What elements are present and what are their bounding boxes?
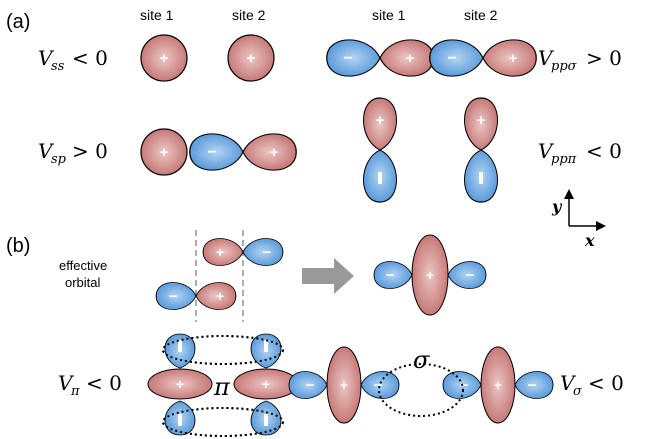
panel-b-label: (b) — [6, 235, 30, 257]
minus-sign: − — [386, 267, 395, 284]
plus-sign: + — [509, 50, 518, 67]
site-2-label-left: site 2 — [232, 7, 266, 23]
plus-sign: + — [160, 50, 169, 67]
y-axis-label: y — [551, 197, 563, 216]
p-orbital-site2-sp: − + — [189, 133, 297, 171]
minus-sign: − — [306, 377, 315, 394]
effective-label-line2: orbital — [65, 275, 101, 290]
minus-sign: − — [528, 377, 537, 394]
minus-sign: − — [263, 244, 272, 261]
vppsigma-sub: ppσ — [551, 59, 578, 74]
vss-sub: ss — [51, 59, 65, 74]
vpppi-base: V — [538, 139, 555, 163]
vsp-rel: > 0 — [72, 139, 108, 163]
equation-vpi: V π < 0 — [58, 371, 122, 399]
plus-sign: + — [340, 377, 348, 393]
vppsigma-rel: > 0 — [586, 46, 622, 70]
minus-sign: − — [447, 50, 456, 67]
equation-vsp: V sp > 0 — [38, 139, 108, 167]
axes-indicator: y x — [551, 189, 606, 250]
vsp-sub: sp — [51, 152, 67, 167]
plus-sign: + — [262, 376, 270, 392]
minus-sign: − — [466, 267, 475, 284]
minus-sign-vertical — [378, 172, 382, 184]
vss-base: V — [38, 46, 55, 70]
plus-sign: + — [176, 376, 184, 392]
s-orbital-site1-ss: + — [140, 34, 188, 82]
minus-sign-vertical — [479, 172, 483, 184]
minus-sign: − — [169, 288, 178, 305]
site-1-label-right: site 1 — [372, 7, 406, 23]
plus-sign: + — [477, 112, 486, 129]
panel-a-label: (a) — [6, 11, 30, 33]
vsp-base: V — [38, 139, 55, 163]
vsigma-base: V — [560, 371, 577, 395]
p-orbital-site2-ppsigma: − + — [429, 39, 537, 77]
p-orbital-lower-shifted: − + — [155, 281, 237, 311]
effective-label-line1: effective — [59, 258, 107, 273]
vppsigma-base: V — [538, 46, 555, 70]
vsigma-rel: < 0 — [588, 371, 624, 395]
plus-sign: + — [270, 144, 279, 161]
x-axis-label: x — [584, 231, 595, 250]
pi-symbol: π — [213, 373, 231, 401]
plus-sign: + — [494, 377, 502, 393]
minus-sign: − — [460, 377, 469, 394]
p-orbital-site1-pppi: + — [362, 97, 398, 203]
plus-sign: + — [247, 50, 256, 67]
pi-bond-left: + + π — [147, 333, 299, 437]
minus-sign: − — [374, 377, 383, 394]
sigma-bond-right: − + − − + − σ — [288, 346, 554, 424]
plus-sign: + — [216, 288, 224, 304]
p-orbital-site2-pppi: + — [463, 97, 499, 203]
p-orbital-site1-ppsigma: − + — [326, 39, 434, 77]
sigma-symbol: σ — [413, 346, 430, 374]
plus-sign: + — [376, 112, 385, 129]
vsigma-sub: σ — [573, 384, 583, 399]
vpppi-sub: ppπ — [551, 152, 577, 167]
plus-sign: + — [406, 50, 415, 67]
minus-sign: − — [343, 50, 352, 67]
equation-vsigma: V σ < 0 — [560, 371, 624, 399]
transform-arrow — [302, 258, 354, 294]
site-1-label-left: site 1 — [140, 7, 174, 23]
vpppi-rel: < 0 — [586, 139, 622, 163]
vss-rel: < 0 — [72, 46, 108, 70]
minus-sign: − — [207, 144, 216, 161]
vpi-base: V — [58, 371, 75, 395]
effective-orbital: − + − — [373, 234, 487, 316]
equation-vss: V ss < 0 — [38, 46, 108, 74]
vpi-sub: π — [70, 384, 80, 399]
p-orbital-upper-shifted: + − — [202, 237, 284, 267]
equation-vppsigma: V ppσ > 0 — [538, 46, 622, 74]
site-2-label-right: site 2 — [464, 7, 498, 23]
plus-sign: + — [160, 144, 169, 161]
equation-vpppi: V ppπ < 0 — [538, 139, 622, 167]
plus-sign: + — [216, 244, 224, 260]
plus-sign: + — [426, 267, 434, 283]
s-orbital-site1-sp: + — [140, 128, 188, 176]
vpi-rel: < 0 — [86, 371, 122, 395]
s-orbital-site2-ss: + — [227, 34, 275, 82]
